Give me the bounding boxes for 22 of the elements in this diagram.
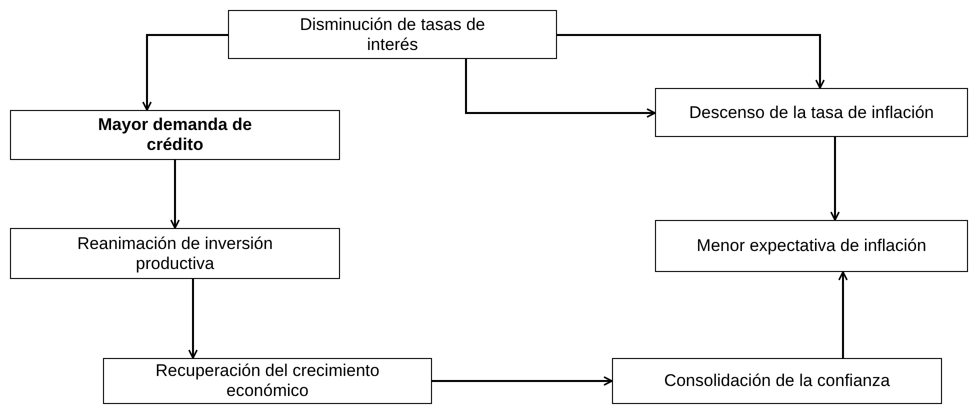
arrow [188,279,198,359]
box-text: Consolidación de la confianza [664,371,890,391]
box-text: Descenso de la tasa de inflación [689,102,934,122]
box-text: Reanimación de inversión productiva [76,234,274,274]
arrow [432,376,613,386]
process-box [655,88,968,137]
process-box [103,358,432,404]
box-text: Recuperación del crecimiento económico [154,361,380,401]
arrow [830,137,840,221]
box-text: Mayor demanda de crédito [97,115,253,155]
process-box [612,358,942,404]
box-text: Disminución de tasas de interés [298,14,486,54]
arrow [838,271,848,358]
arrow [557,34,825,89]
process-box [655,220,968,272]
process-box [10,228,340,279]
process-box [228,10,557,59]
arrow [170,160,180,229]
box-text: Menor expectativa de inflación [696,236,926,256]
arrow [142,34,228,111]
arrow [465,59,656,118]
process-box [10,110,340,160]
